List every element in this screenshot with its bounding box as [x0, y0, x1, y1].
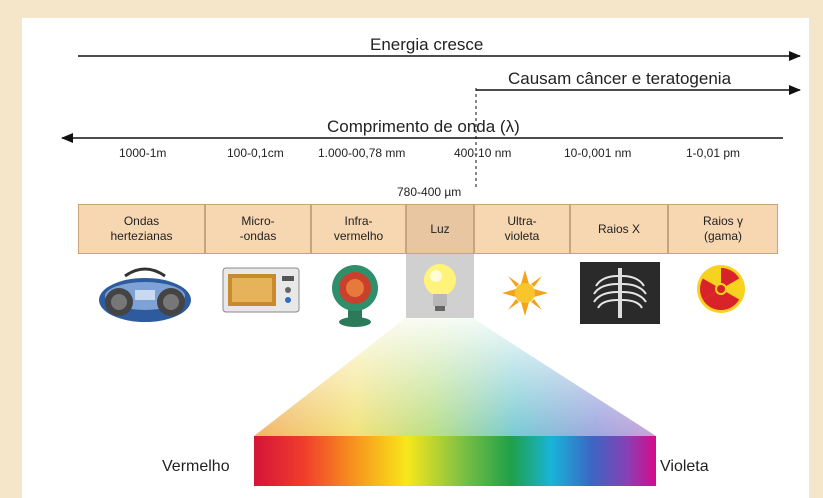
band-xray: Raios X: [570, 204, 668, 254]
red-label: Vermelho: [162, 458, 230, 475]
band-gamma: Raios γ(gama): [668, 204, 778, 254]
range-infrared: 1.000-00,78 mm: [318, 146, 406, 160]
light-range: 780-400 µm: [397, 185, 462, 199]
range-radio: 1000-1m: [119, 146, 167, 160]
wavelength-label: Comprimento de onda (λ): [327, 117, 520, 136]
lightbulb-icon: [424, 264, 456, 311]
visible-spectrum-bar: [254, 436, 656, 486]
range-ultraviolet: 400-10 nm: [454, 146, 512, 160]
range-xray: 10-0,001 nm: [564, 146, 632, 160]
range-microwave: 100-0,1cm: [227, 146, 284, 160]
cancer-label: Causam câncer e teratogenia: [508, 69, 732, 88]
xray-icon: [580, 262, 660, 324]
light-cone-fade: [254, 318, 656, 436]
microwave-icon: [222, 267, 300, 313]
band-microwave: Micro--ondas: [205, 204, 311, 254]
radio-icon: [99, 267, 191, 322]
radiation-icon: [697, 265, 745, 313]
band-ultraviolet: Ultra-violeta: [474, 204, 570, 254]
band-light: Luz: [406, 204, 474, 254]
heater-icon: [332, 265, 378, 327]
violet-label: Violeta: [660, 458, 709, 475]
sun-icon: [502, 270, 548, 316]
energy-label: Energia cresce: [370, 35, 484, 54]
band-infrared: Infra-vermelho: [311, 204, 406, 254]
range-gamma: 1-0,01 pm: [686, 146, 741, 160]
